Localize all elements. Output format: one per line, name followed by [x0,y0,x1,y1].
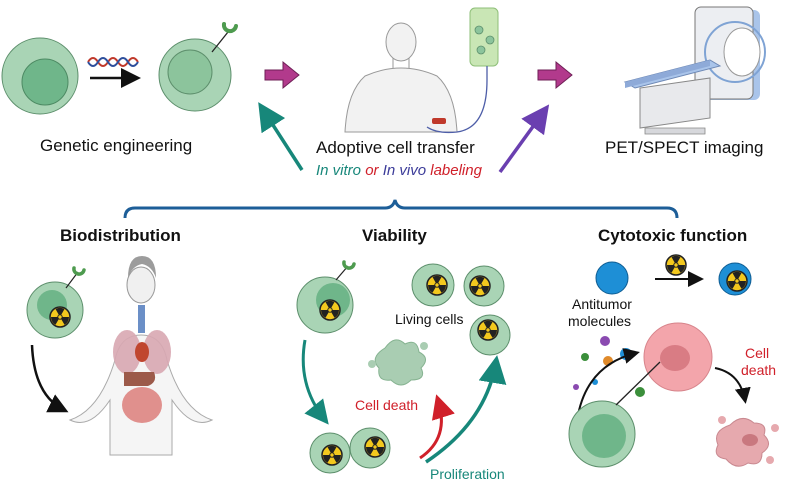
arrow-right-icon [264,60,300,90]
receptor-icon [221,22,238,34]
proliferation-arrow [425,355,507,464]
antitumor-molecule [595,261,629,295]
division-arrow [301,339,329,425]
cell-death-label: Cell death [355,397,419,413]
panel-title-cytotoxic: Cytotoxic function [598,226,748,245]
labeled-cell-pair [309,427,391,474]
lysis-arrow [714,367,751,404]
step-label-pet-spect: PET/SPECT imaging [605,138,764,157]
labeled-cell [296,260,356,334]
or-text: or [365,162,379,179]
step-label-genetic-engineering: Genetic engineering [40,136,193,155]
living-cell [411,263,511,356]
tumor-cell [643,322,713,392]
lysed-cell [715,416,779,467]
labeling-caption: In vitro or In vivo labeling [316,162,482,179]
distribution-arrow [30,344,69,413]
labeling-arrow-teal [258,102,304,171]
human-body-organs-icon [68,256,214,456]
dead-cell-debris [368,339,428,386]
antitumor-label-2: molecules [568,313,632,329]
naive-cell [1,37,79,115]
cell-death-label-1: Cell [745,345,770,361]
step-label-adoptive-transfer: Adoptive cell transfer [316,138,475,157]
patient-silhouette-icon [344,22,458,133]
dna-icon [87,57,139,67]
living-cells-label: Living cells [395,311,464,327]
iv-bag-icon [426,7,499,134]
grouping-bracket [123,199,679,219]
in-vitro-text: In vitro [316,162,362,179]
radioactive-icon [665,254,687,276]
in-vivo-text: In vivo [382,162,427,179]
panel-title-viability: Viability [362,226,427,245]
radioactive-icon [49,306,71,328]
death-arrow [419,394,455,460]
antitumor-label-1: Antitumor [572,296,632,312]
panel-title-biodistribution: Biodistribution [60,226,181,245]
labeled-cell [26,266,86,339]
engineered-cell [158,22,238,112]
labeling-text: labeling [430,162,482,179]
secretion-arrow [577,348,640,416]
cell-death-label-2: death [741,362,777,378]
t-cell [568,361,661,468]
small-molecules [573,336,632,390]
arrow-right-icon [537,60,573,90]
proliferation-label: Proliferation [430,466,505,482]
pet-scanner-icon [623,6,766,135]
labeling-arrow-purple [498,104,550,174]
